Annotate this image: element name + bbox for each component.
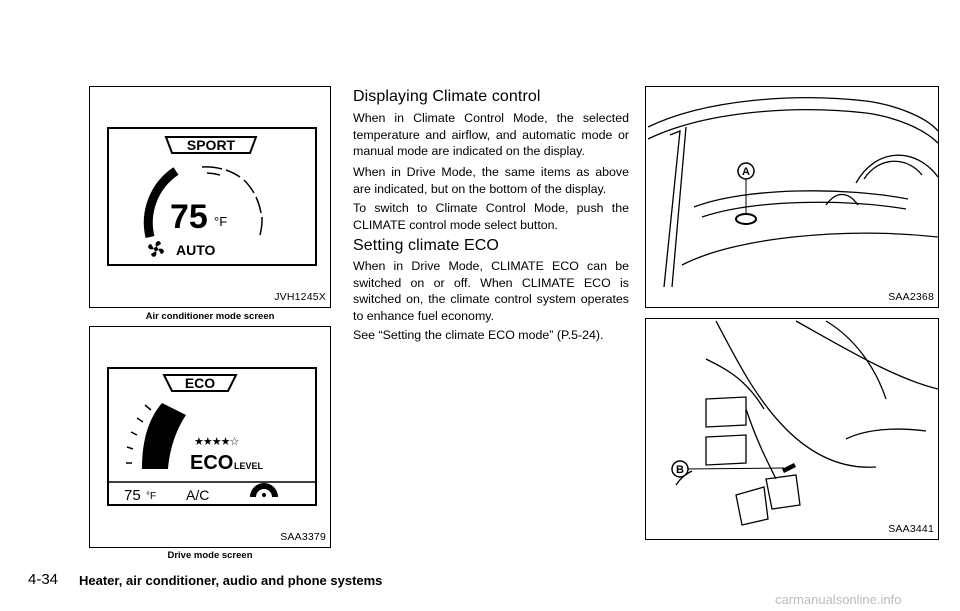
eco-level-label: LEVEL <box>234 461 264 471</box>
drive-figure-caption: Drive mode screen <box>167 550 253 561</box>
drive-display-illustration: ECO ★★★★☆ ECO LEVEL 75 °F A/C <box>107 367 317 506</box>
callout-b-marker <box>671 460 689 478</box>
callout-a-marker <box>737 162 755 180</box>
paragraph-eco-reference: See “Setting the climate ECO mode” (P.5-… <box>353 328 604 342</box>
drive-figure: ECO ★★★★☆ ECO LEVEL 75 °F A/C SAA3379 <box>89 326 331 548</box>
pedal-illustration: B <box>671 320 938 526</box>
fan-icon <box>148 241 164 257</box>
temp-gauge-filled <box>143 167 179 239</box>
eco-label: ECO <box>190 452 233 474</box>
eco-level-ticks <box>126 404 152 464</box>
sport-badge <box>164 136 258 154</box>
drive-mode-label: ECO <box>185 375 215 391</box>
pedal-b-component <box>782 463 796 473</box>
eco-level-gauge <box>142 403 186 469</box>
fan-speed-icon <box>250 483 278 497</box>
windshield-figure: A SAA2368 <box>645 86 939 308</box>
aircon-temp-unit: °F <box>214 214 227 229</box>
paragraph-switch-mode: To switch to Climate Control Mode, push … <box>353 201 629 232</box>
drive-temp-value: 75 <box>124 487 141 504</box>
section-heading-eco: Setting climate ECO <box>353 237 499 254</box>
eco-stars: ★★★★☆ <box>194 436 239 448</box>
aircon-display-illustration: SPORT 75 °F AUTO <box>107 127 317 266</box>
aircon-mode-label: SPORT <box>187 137 236 153</box>
pedal-figure-code: SAA3441 <box>888 523 934 535</box>
windshield-figure-code: SAA2368 <box>888 291 934 303</box>
paragraph-climate-mode: When in Climate Control Mode, the select… <box>353 111 629 159</box>
page-number: 4-34 <box>28 571 59 588</box>
aircon-figure-caption: Air conditioner mode screen <box>145 311 275 322</box>
drive-figure-code: SAA3379 <box>280 531 326 543</box>
drive-temp-unit: °F <box>146 491 156 502</box>
paragraph-eco-switch: When in Drive Mode, CLIMATE ECO can be s… <box>353 259 629 323</box>
paragraph-drive-mode: When in Drive Mode, the same items as ab… <box>353 165 629 196</box>
aircon-fan-mode: AUTO <box>176 242 216 258</box>
aircon-figure: SPORT 75 °F AUTO JVH1245X <box>89 86 331 308</box>
eco-badge <box>162 374 238 392</box>
callout-a-label: A <box>742 166 750 178</box>
temp-gauge-segments <box>201 166 263 236</box>
climate-eco-button <box>735 213 757 225</box>
drive-ac-label: A/C <box>186 487 209 503</box>
aircon-figure-code: JVH1245X <box>274 291 326 303</box>
callout-b-label: B <box>676 464 684 476</box>
chapter-title: Heater, air conditioner, audio and phone… <box>79 573 383 588</box>
section-heading-displaying: Displaying Climate control <box>353 88 541 105</box>
watermark-text: carmanualsonline.info <box>775 592 902 607</box>
pedal-figure: B SAA3441 <box>645 318 939 540</box>
aircon-temp-value: 75 <box>170 198 208 236</box>
windshield-illustration: A <box>647 97 938 288</box>
